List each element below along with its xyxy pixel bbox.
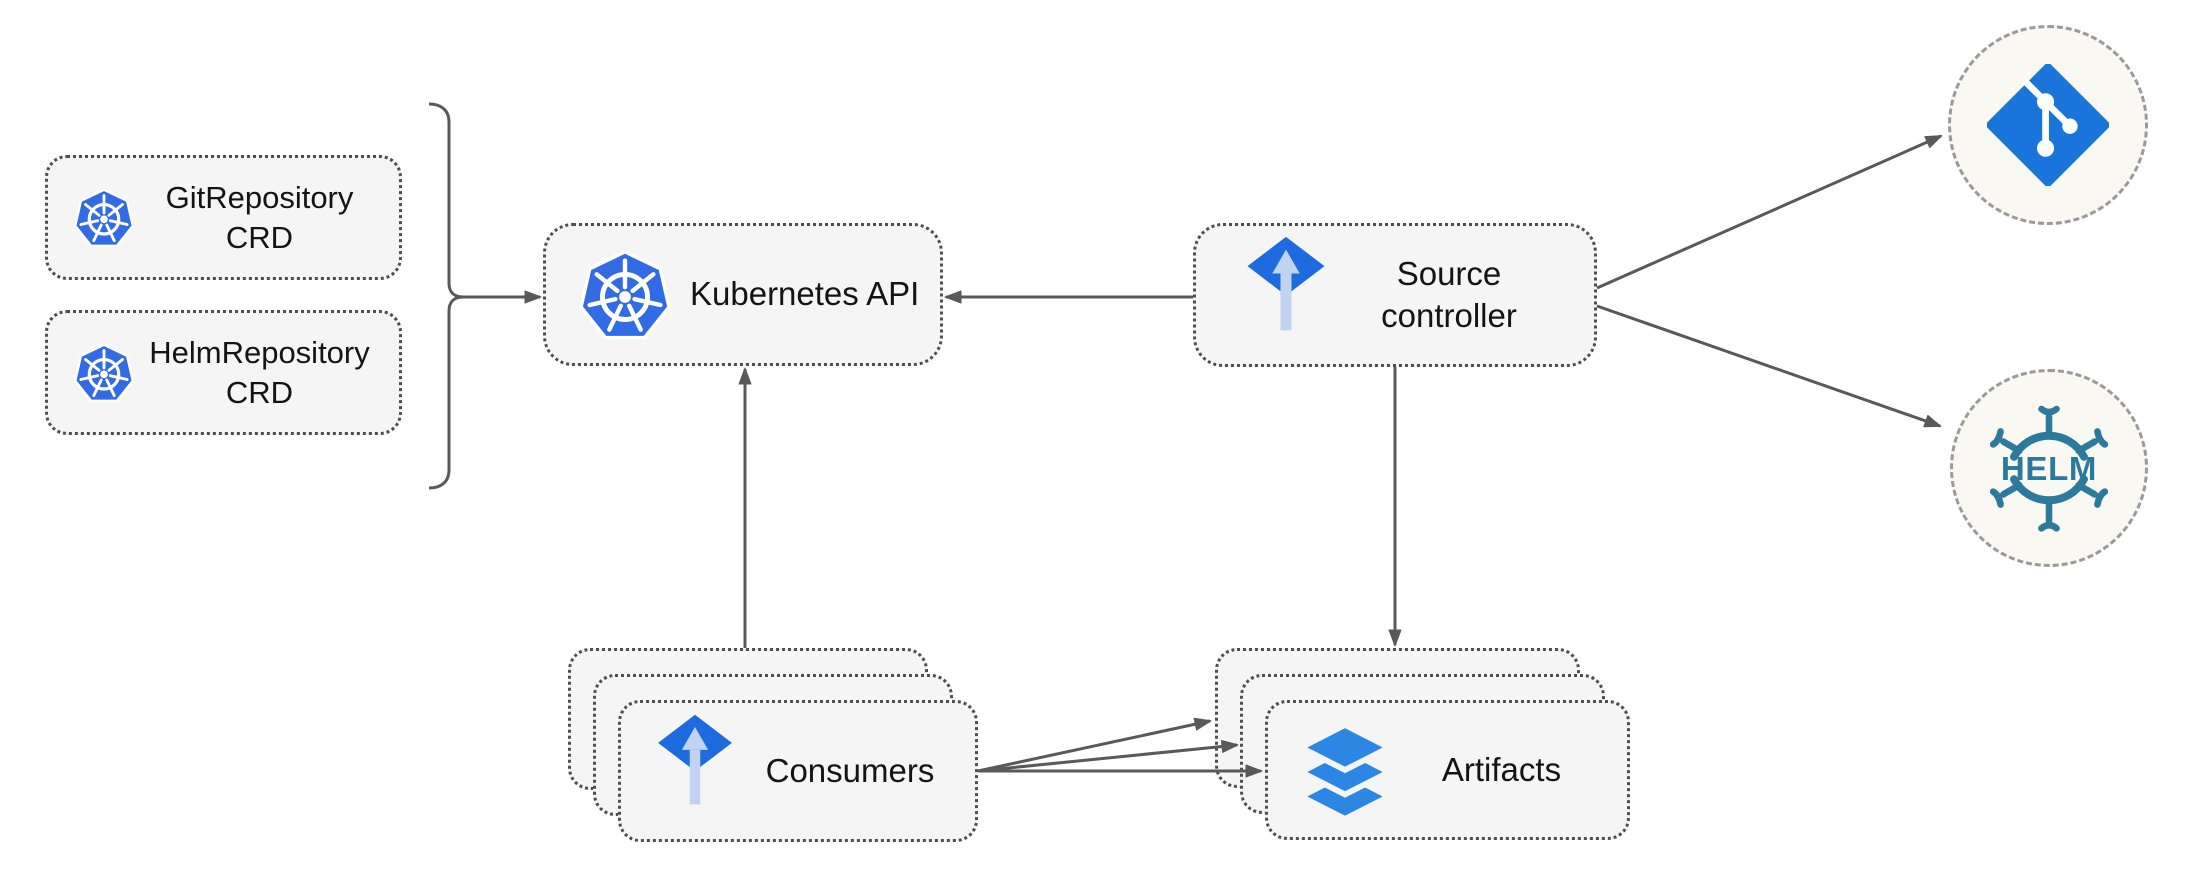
node-gitrepository-crd: GitRepository CRD (45, 155, 402, 280)
node-source-controller: Source controller (1193, 223, 1597, 367)
edge-source-controller-to-helm-remote (1596, 304, 1942, 428)
node-kubernetes-api: Kubernetes API (543, 223, 943, 366)
node-helmrepository-crd: HelmRepository CRD (45, 310, 402, 435)
git-icon (1987, 64, 2109, 186)
kubernetes-icon (576, 246, 674, 344)
kubernetes-icon (72, 186, 136, 250)
node-consumers: Consumers (618, 700, 978, 842)
flux-icon (651, 713, 739, 829)
node-helm-remote: HELM (1950, 369, 2148, 567)
helm-icon: HELM (1989, 405, 2109, 532)
node-label: Kubernetes API (690, 275, 920, 313)
edge-source-controller-to-git-remote (1596, 134, 1943, 290)
node-label: GitRepository CRD (165, 179, 354, 255)
edge-consumers-to-artifacts-middle (977, 740, 1239, 773)
layers-icon (1294, 721, 1396, 819)
edge-consumers-to-artifacts-back (977, 717, 1212, 773)
node-artifacts: Artifacts (1265, 700, 1630, 840)
node-label: Artifacts (1441, 750, 1562, 788)
helm-wordmark: HELM (2001, 450, 2097, 487)
node-label: Consumers (765, 751, 935, 789)
node-label: Source controller (1381, 254, 1517, 334)
flux-icon (1240, 235, 1332, 356)
kubernetes-icon (72, 341, 136, 405)
node-git-remote (1948, 25, 2148, 225)
node-label: HelmRepository CRD (149, 334, 370, 410)
edge-crd-group-brace (428, 102, 464, 490)
